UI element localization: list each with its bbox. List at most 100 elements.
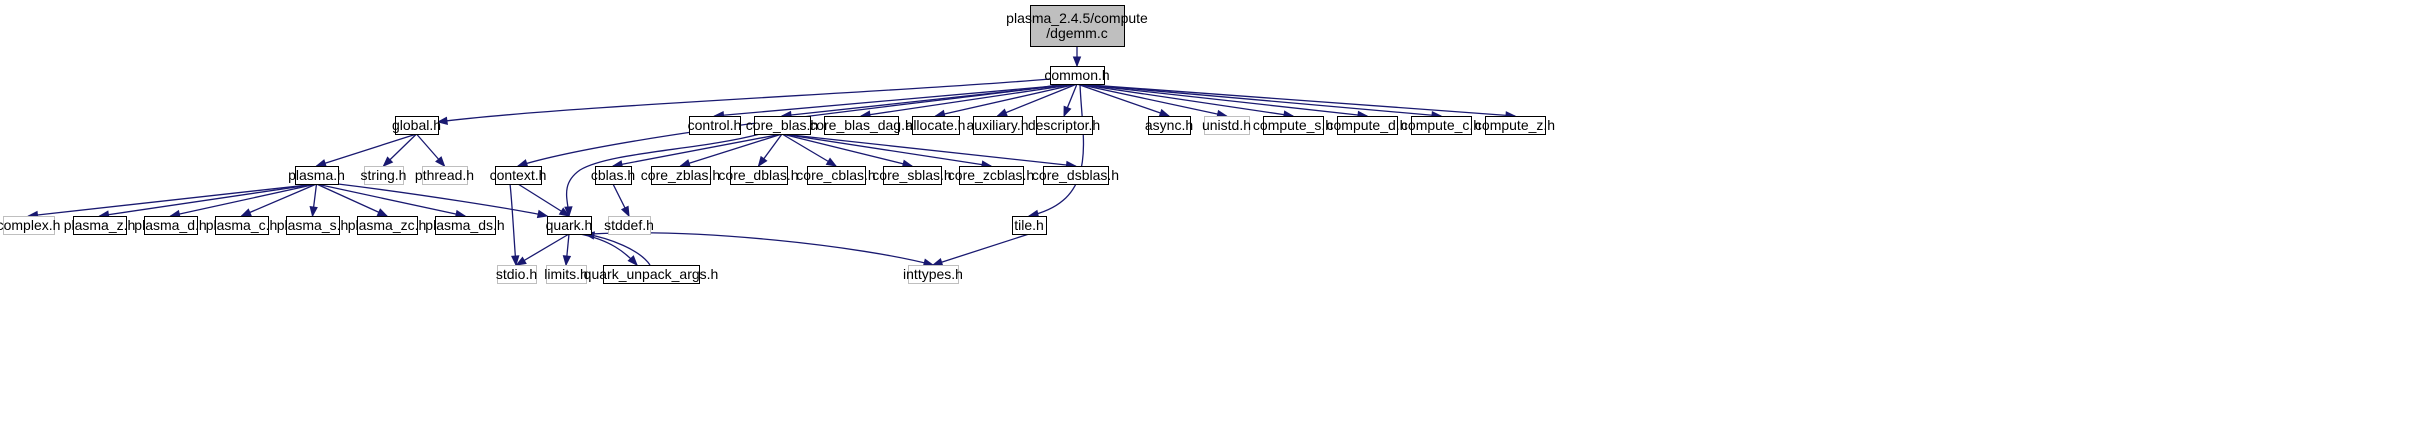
node-cblas[interactable]: cblas.h xyxy=(591,166,635,185)
edge-plasma-to-plasma_c xyxy=(241,183,317,217)
node-label: core_sblas.h xyxy=(872,167,951,183)
arrowhead-core_blas-to-core_dblas xyxy=(757,155,768,168)
edge-layer xyxy=(27,46,1517,267)
node-label: compute_c.h xyxy=(1401,117,1481,133)
node-label: limits.h xyxy=(544,266,588,282)
node-context[interactable]: context.h xyxy=(490,166,547,185)
arrowhead-common-to-auxiliary xyxy=(996,108,1008,117)
node-label: core_dblas.h xyxy=(718,167,798,183)
node-plasma-s[interactable]: plasma_s.h xyxy=(277,216,349,235)
node-box xyxy=(144,216,198,235)
node-quark-unpack-args[interactable]: quark_unpack_args.h xyxy=(584,265,719,284)
arrowhead-global-to-pthread xyxy=(435,156,446,168)
node-allocate[interactable]: allocate.h xyxy=(906,116,966,135)
edge-plasma-to-plasma_z xyxy=(99,183,317,217)
arrowhead-dgemm-to-common xyxy=(1072,56,1082,68)
edge-common-to-auxiliary xyxy=(997,83,1078,117)
node-label: auxiliary.h xyxy=(967,117,1029,133)
node-global[interactable]: global.h xyxy=(392,116,441,135)
node-box xyxy=(1050,66,1105,85)
node-label: core_cblas.h xyxy=(796,167,875,183)
node-label: async.h xyxy=(1145,117,1193,133)
node-core-blas[interactable]: core_blas.h xyxy=(746,116,818,135)
node-core-zblas[interactable]: core_zblas.h xyxy=(641,166,720,185)
node-box xyxy=(959,166,1024,185)
node-descriptor[interactable]: descriptor.h xyxy=(1028,116,1100,135)
node-box xyxy=(1012,216,1047,235)
node-async[interactable]: async.h xyxy=(1145,116,1193,135)
edge-global-to-plasma xyxy=(316,133,417,167)
node-box xyxy=(546,265,587,284)
node-label: plasma_ds.h xyxy=(425,217,504,233)
node-label: core_zblas.h xyxy=(641,167,720,183)
node-dgemm[interactable]: plasma_2.4.5/compute/dgemm.c xyxy=(1006,5,1148,47)
arrowhead-plasma-to-quark xyxy=(536,209,549,219)
node-core-dsblas[interactable]: core_dsblas.h xyxy=(1032,166,1119,185)
node-box xyxy=(883,166,942,185)
arrowhead-plasma-to-plasma_s xyxy=(309,206,318,218)
node-label: context.h xyxy=(490,167,547,183)
node-label: core_blas.h xyxy=(746,117,818,133)
edge-context-to-stdio xyxy=(509,183,517,266)
node-box xyxy=(495,166,542,185)
node-plasma-d[interactable]: plasma_d.h xyxy=(134,216,207,235)
node-box xyxy=(1030,5,1125,47)
node-core-zcblas[interactable]: core_zcblas.h xyxy=(948,166,1034,185)
edge-core_blas-to-core_zblas xyxy=(680,133,783,167)
node-plasma-z[interactable]: plasma_z.h xyxy=(64,216,136,235)
node-label: /dgemm.c xyxy=(1046,25,1107,41)
edge-common-to-compute_s xyxy=(1076,83,1294,117)
node-pthread: pthread.h xyxy=(415,166,474,185)
node-inttypes: inttypes.h xyxy=(903,265,963,284)
edge-common-to-allocate xyxy=(935,83,1078,117)
node-unistd: unistd.h xyxy=(1202,116,1251,135)
node-compute-z[interactable]: compute_z.h xyxy=(1475,116,1555,135)
node-plasma[interactable]: plasma.h xyxy=(288,166,345,185)
node-box xyxy=(357,216,418,235)
arrowhead-core_blas-to-core_zblas xyxy=(679,159,691,168)
node-common[interactable]: common.h xyxy=(1044,66,1110,85)
node-label: common.h xyxy=(1044,67,1109,83)
edge-context-to-quark xyxy=(517,183,570,217)
edge-quark-to-inttypes xyxy=(590,232,934,266)
node-compute-s[interactable]: compute_s.h xyxy=(1253,116,1333,135)
edge-common-to-core_blas_dag xyxy=(860,83,1078,117)
node-box xyxy=(595,166,632,185)
node-label: descriptor.h xyxy=(1028,117,1100,133)
node-auxiliary[interactable]: auxiliary.h xyxy=(967,116,1029,135)
node-box xyxy=(73,216,127,235)
edge-plasma-to-plasma_d xyxy=(170,183,317,217)
node-plasma-c[interactable]: plasma_c.h xyxy=(206,216,278,235)
node-core-blas-dag[interactable]: core_blas_dag.h xyxy=(809,116,913,135)
node-label: plasma_s.h xyxy=(277,217,349,233)
node-tile[interactable]: tile.h xyxy=(1012,216,1047,235)
edge-core_blas-to-core_dsblas xyxy=(781,133,1076,167)
node-limits: limits.h xyxy=(544,265,588,284)
node-control[interactable]: control.h xyxy=(688,116,742,135)
node-box xyxy=(1036,116,1093,135)
node-plasma-ds[interactable]: plasma_ds.h xyxy=(425,216,505,235)
node-box xyxy=(754,116,811,135)
arrowhead-quark-to-stdio xyxy=(515,256,527,266)
node-quark[interactable]: quark.h xyxy=(546,216,593,235)
node-compute-d[interactable]: compute_d.h xyxy=(1327,116,1408,135)
edge-tile-to-inttypes xyxy=(932,233,1030,266)
node-label: plasma_z.h xyxy=(64,217,136,233)
node-core-cblas[interactable]: core_cblas.h xyxy=(796,166,876,185)
arrowhead-context-to-quark xyxy=(558,207,571,217)
node-label: plasma_2.4.5/compute xyxy=(1006,10,1148,26)
edge-quark_unpack_args-to-quark xyxy=(584,233,651,266)
node-core-dblas[interactable]: core_dblas.h xyxy=(718,166,799,185)
node-box xyxy=(608,216,651,235)
edge-common-to-compute_d xyxy=(1076,83,1368,117)
node-compute-c[interactable]: compute_c.h xyxy=(1401,116,1481,135)
edge-common-to-context xyxy=(517,83,1061,167)
edge-plasma-to-plasma_zc xyxy=(316,183,388,217)
node-label: complex.h xyxy=(0,217,60,233)
node-box xyxy=(3,216,55,235)
node-label: quark.h xyxy=(546,217,593,233)
node-core-sblas[interactable]: core_sblas.h xyxy=(872,166,952,185)
edge-common-to-tile xyxy=(1028,83,1085,217)
edge-plasma-to-plasma_ds xyxy=(316,183,466,217)
node-plasma-zc[interactable]: plasma_zc.h xyxy=(348,216,427,235)
